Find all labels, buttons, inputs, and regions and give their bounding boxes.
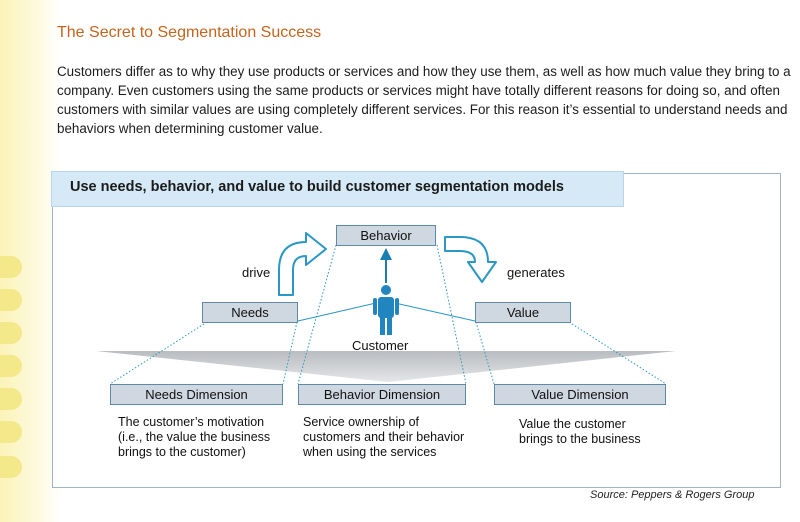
- source-credit: Source: Peppers & Rogers Group: [590, 489, 755, 501]
- connector-line: [297, 244, 337, 385]
- description-line: customers and their behavior: [303, 430, 465, 444]
- description-line: The customer’s motivation: [118, 415, 265, 429]
- behavior-dimension-label: Behavior Dimension: [323, 387, 441, 402]
- drive-label: drive: [242, 265, 271, 280]
- needs-box: Needs: [202, 302, 298, 323]
- behavior-dimension-box: Behavior Dimension: [298, 384, 466, 405]
- needs-dimension-description: The customer’s motivation (i.e., the val…: [118, 415, 270, 460]
- decorative-dot: [0, 322, 22, 344]
- value-dimension-description: Value the customer brings to the busines…: [519, 417, 641, 447]
- needs-dimension-box: Needs Dimension: [110, 384, 283, 405]
- diagram-banner-text: Use needs, behavior, and value to build …: [70, 179, 564, 195]
- customer-label: Customer: [352, 338, 409, 353]
- connector-line: [109, 321, 208, 385]
- arrowhead-icon: [380, 248, 392, 260]
- page-title: The Secret to Segmentation Success: [57, 24, 322, 41]
- decorative-dot: [0, 388, 22, 410]
- behavior-label: Behavior: [360, 228, 412, 243]
- decorative-dot: [0, 456, 22, 478]
- behavior-dimension-description: Service ownership of customers and their…: [303, 415, 464, 460]
- generates-label: generates: [507, 265, 565, 280]
- needs-to-customer-line: [297, 302, 377, 322]
- decorative-dot: [0, 355, 22, 377]
- needs-dimension-label: Needs Dimension: [145, 387, 248, 402]
- value-to-customer-line: [394, 302, 476, 322]
- platform-shade: [96, 351, 676, 382]
- description-line: (i.e., the value the business: [118, 430, 271, 444]
- description-line: Service ownership of: [303, 415, 420, 429]
- value-dimension-label: Value Dimension: [531, 387, 629, 402]
- drive-arrow: [278, 232, 327, 296]
- connector-line: [436, 244, 467, 385]
- description-line: brings to the customer): [118, 445, 246, 459]
- description-line: brings to the business: [519, 432, 641, 446]
- generates-arrow: [444, 236, 497, 283]
- decorative-dot: [0, 289, 22, 311]
- connector-line: [568, 321, 667, 385]
- connector-line: [282, 321, 298, 385]
- connector-line: [475, 321, 495, 385]
- intro-paragraph: Customers differ as to why they use prod…: [57, 64, 791, 136]
- decorative-dot: [0, 421, 22, 443]
- customer-figure-icon: [373, 285, 399, 335]
- diagram-banner: Use needs, behavior, and value to build …: [51, 171, 624, 207]
- needs-label: Needs: [231, 305, 269, 320]
- decorative-dot: [0, 256, 22, 278]
- value-box: Value: [475, 302, 571, 323]
- value-dimension-box: Value Dimension: [494, 384, 666, 405]
- value-label: Value: [506, 305, 540, 320]
- description-line: when using the services: [303, 445, 437, 459]
- behavior-box: Behavior: [336, 225, 436, 246]
- description-line: Value the customer: [519, 417, 626, 431]
